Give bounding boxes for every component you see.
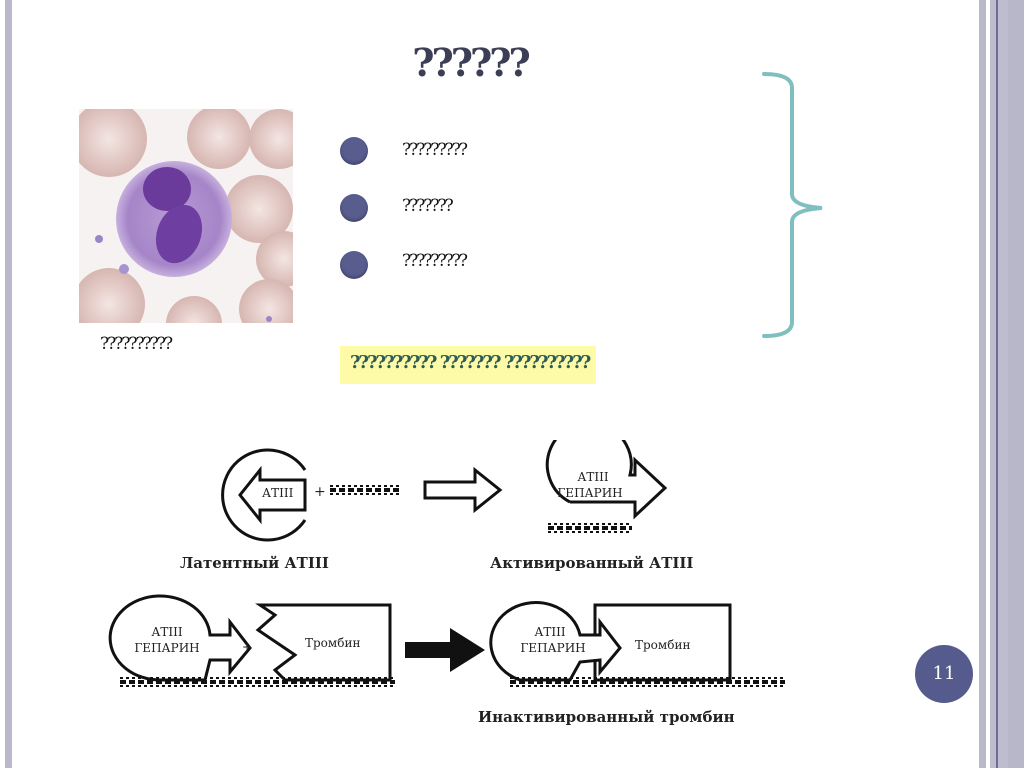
heparin-antithrombin-diagram: АТIII + Латентный АТIII АТIII ГЕПАРИН Ак… — [100, 421, 820, 744]
nucleus-lobe — [155, 204, 203, 264]
bullet-item: ??????? — [402, 196, 454, 216]
heparin-chain-long — [120, 677, 395, 687]
thrombin-label: Тромбин — [305, 636, 361, 650]
bullet-item: ????????? — [402, 140, 468, 160]
page-number-badge: 11 — [915, 645, 973, 703]
right-border-line — [996, 0, 998, 768]
inactivated-complex-shape — [489, 601, 622, 682]
highlight-text: ?????????? ??????? ?????????? — [350, 352, 591, 373]
activated-atiii-label: Активированный АТIII — [490, 554, 694, 572]
diagram-drawing — [108, 421, 785, 687]
red-blood-cell — [79, 109, 147, 177]
red-blood-cell — [79, 268, 145, 323]
latent-atiii-circle — [221, 448, 307, 542]
right-border-stripe — [979, 0, 986, 768]
plus-sign-bottom: + — [242, 640, 253, 654]
micrograph-drawing — [79, 109, 293, 323]
complex-shape — [108, 594, 252, 682]
transition-arrow-icon — [423, 466, 503, 514]
reaction-arrow-icon — [405, 628, 485, 672]
complex-line2: ГЕПАРИН — [134, 641, 200, 655]
activated-complex-line1: АТIII — [577, 470, 609, 484]
plus-sign: + — [314, 484, 326, 500]
activated-complex-line2: ГЕПАРИН — [557, 486, 623, 500]
slide-title: ?????? — [412, 40, 531, 85]
eosinophil-image — [79, 109, 293, 323]
atiii-label: АТIII — [262, 486, 294, 500]
bullet-item: ????????? — [402, 251, 468, 271]
heparin-chain-short — [330, 485, 400, 495]
right-border-gap — [986, 0, 990, 768]
red-blood-cell — [187, 109, 251, 169]
bullet-icon — [340, 251, 368, 279]
latent-atiii-label: Латентный АТIII — [180, 554, 329, 572]
inactivated-complex-line1: АТIII — [534, 625, 566, 639]
red-blood-cell — [239, 279, 293, 323]
inactivated-thrombin-label: Инактивированный тромбин — [478, 708, 735, 726]
red-blood-cell — [256, 231, 293, 287]
bullet-icon — [340, 137, 368, 165]
highlight-box — [340, 346, 596, 384]
latent-atiii-arrow-icon — [238, 465, 307, 525]
left-border-stripe — [5, 0, 12, 768]
red-blood-cell — [249, 109, 293, 169]
red-blood-cell — [225, 175, 293, 243]
heparin-chain-bound — [548, 523, 632, 533]
image-caption: ?????????? — [100, 334, 173, 354]
right-border-edge — [1008, 0, 1024, 768]
complex-line1: АТIII — [151, 625, 183, 639]
heparin-chain-inactivated — [510, 677, 785, 687]
curly-brace-icon — [762, 72, 823, 338]
inactivated-complex-line2: ГЕПАРИН — [520, 641, 586, 655]
bullet-icon — [340, 194, 368, 222]
red-blood-cell — [166, 296, 222, 323]
nucleus-lobe — [143, 167, 191, 211]
inactivated-thrombin-text: Тромбин — [635, 638, 691, 652]
